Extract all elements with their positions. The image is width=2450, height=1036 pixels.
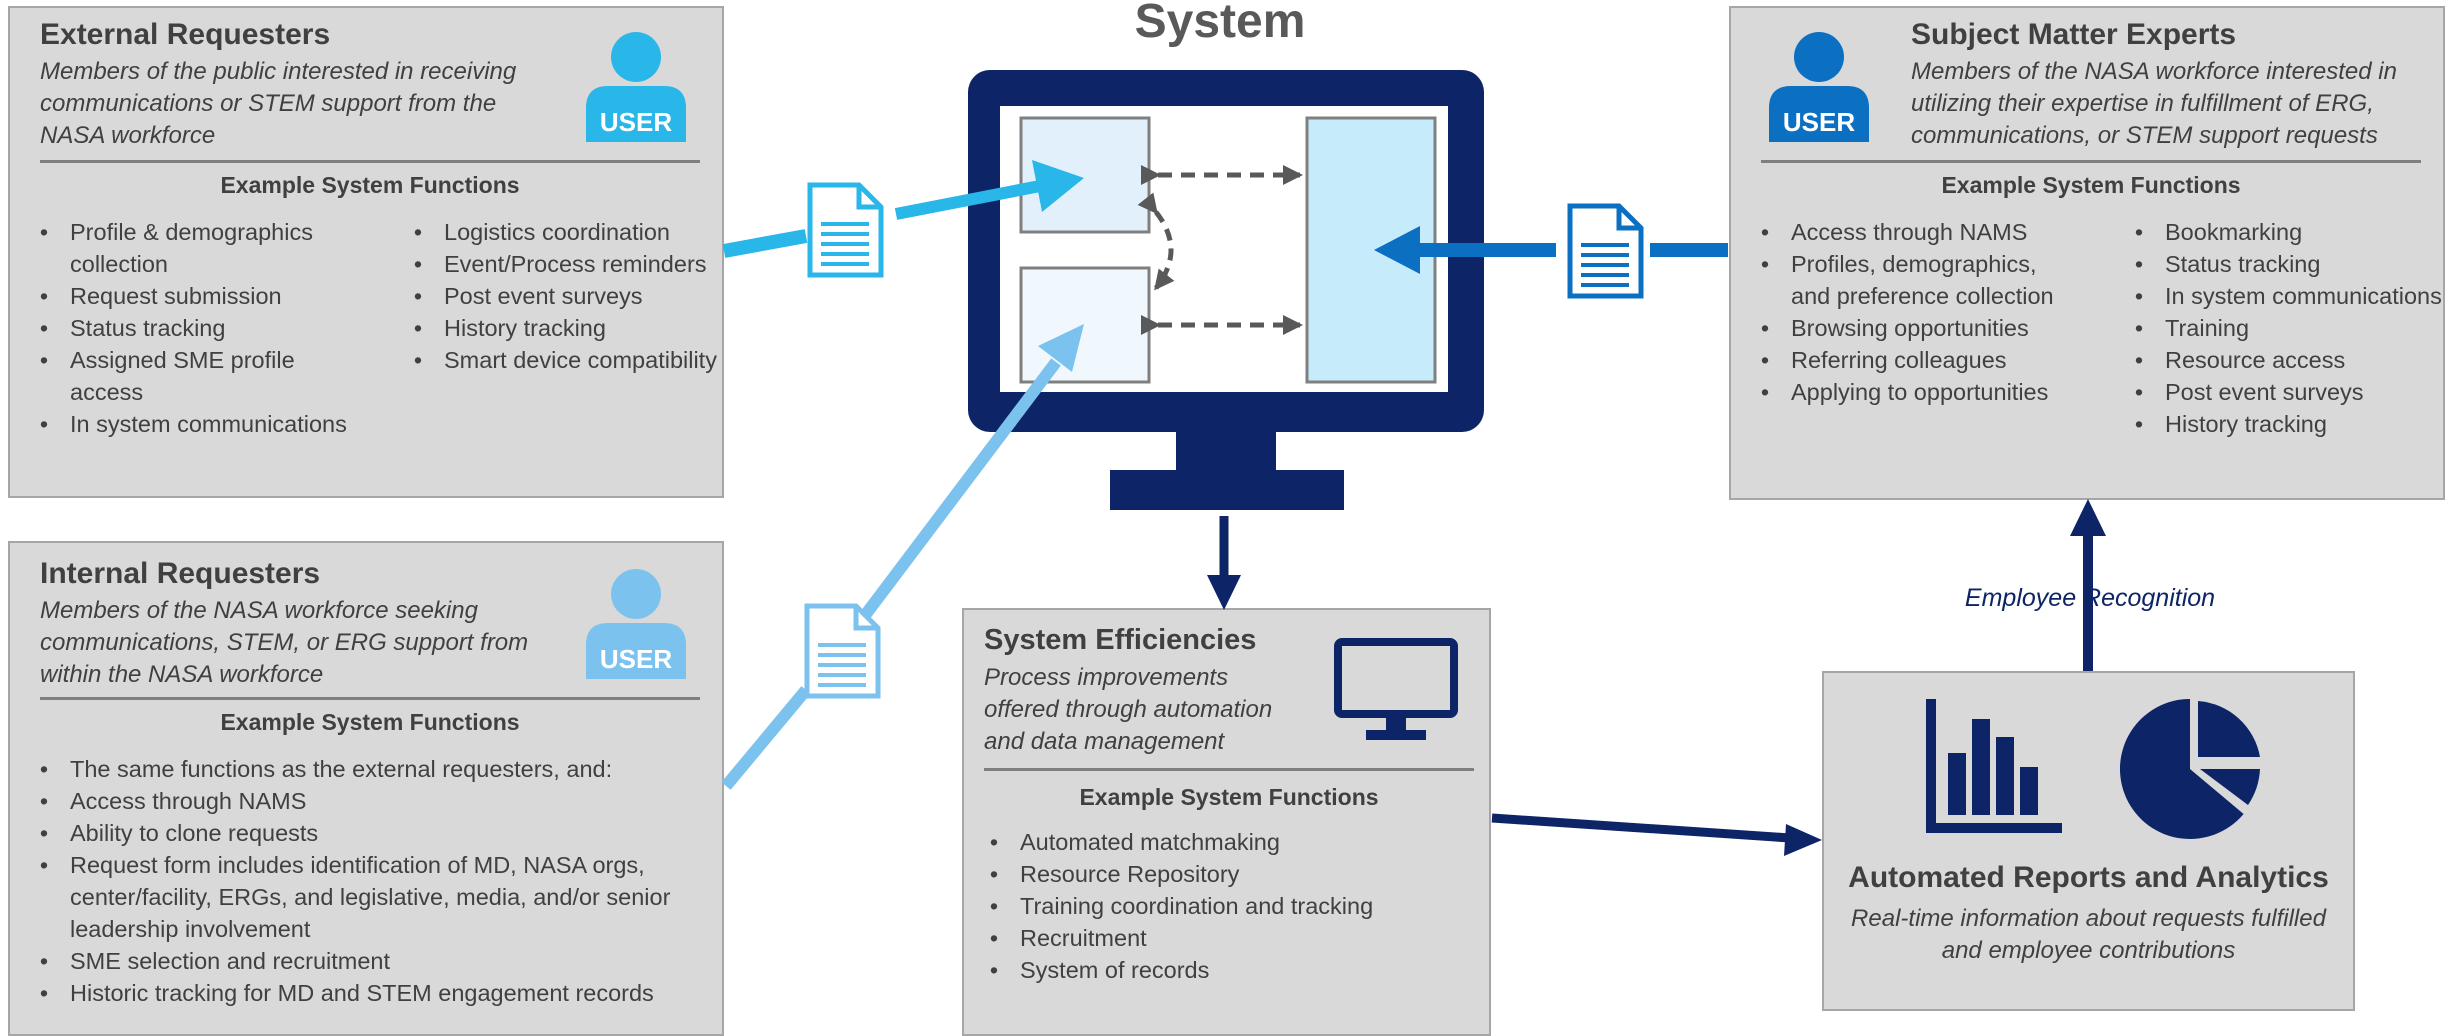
- list-item: Status tracking: [2129, 248, 2450, 280]
- subject-matter-experts-panel: Subject Matter Experts Members of the NA…: [1729, 6, 2445, 500]
- internal-functions-heading: Example System Functions: [220, 709, 520, 735]
- list-item: Profiles, demographics, and preference c…: [1755, 248, 2081, 312]
- external-document-icon: [807, 182, 884, 278]
- list-item: Resource access: [2129, 344, 2450, 376]
- reports-analytics-panel: Automated Reports and Analytics Real-tim…: [1822, 671, 2355, 1011]
- list-item: Event/Process reminders: [408, 248, 734, 280]
- system-efficiencies-panel: System Efficiencies Process improvements…: [962, 608, 1491, 1036]
- sme-description: Members of the NASA workforce interested…: [1911, 58, 2397, 149]
- user-label: USER: [599, 644, 673, 674]
- reports-title: Automated Reports and Analytics: [1848, 861, 2329, 894]
- monitor-icon: [1334, 638, 1458, 747]
- system-monitor: [968, 70, 1484, 510]
- user-icon: USER: [1769, 30, 1869, 142]
- list-item: Access through NAMS: [1755, 216, 2081, 248]
- employee-recognition-label: Employee Recognition: [1964, 584, 2216, 612]
- list-item: Training coordination and tracking: [984, 890, 1490, 922]
- list-item: Training: [2129, 312, 2450, 344]
- internal-document-icon: [804, 603, 881, 699]
- user-label: USER: [599, 107, 673, 137]
- efficiencies-functions-heading: Example System Functions: [1079, 784, 1379, 810]
- list-item: Logistics coordination: [408, 216, 734, 248]
- list-item: Profile & demographics collection: [34, 216, 370, 280]
- system-efficiencies-description: Process improvements offered through aut…: [984, 664, 1273, 755]
- reports-description: Real-time information about requests ful…: [1851, 905, 2326, 964]
- list-item: Recruitment: [984, 922, 1490, 954]
- list-item: In system communications: [2129, 280, 2450, 312]
- pie-chart-icon: [2119, 699, 2260, 844]
- list-item: Automated matchmaking: [984, 826, 1490, 858]
- list-item: Bookmarking: [2129, 216, 2450, 248]
- bar-chart-icon: [1924, 695, 2064, 840]
- external-connector-line: [722, 229, 808, 258]
- list-item: Historic tracking for MD and STEM engage…: [34, 977, 720, 1009]
- external-requesters-description: Members of the public interested in rece…: [40, 58, 517, 149]
- list-item: History tracking: [2129, 408, 2450, 440]
- efficiencies-to-reports-arrow: [1491, 813, 1791, 843]
- list-item: Request form includes identification of …: [34, 849, 720, 945]
- list-item: The same functions as the external reque…: [34, 753, 720, 785]
- user-icon: USER: [586, 567, 686, 679]
- list-item: Ability to clone requests: [34, 817, 720, 849]
- list-item: System of records: [984, 954, 1490, 986]
- list-item: Browsing opportunities: [1755, 312, 2081, 344]
- system-title: System: [1134, 0, 1306, 48]
- external-requesters-title: External Requesters: [40, 18, 331, 51]
- external-functions-list-1: Profile & demographics collectionRequest…: [34, 216, 370, 440]
- sme-functions-list-1: Access through NAMSProfiles, demographic…: [1755, 216, 2081, 408]
- sme-functions-list-2: BookmarkingStatus trackingIn system comm…: [2129, 216, 2450, 440]
- external-requesters-panel: External Requesters Members of the publi…: [8, 6, 724, 498]
- internal-functions-list: The same functions as the external reque…: [34, 753, 720, 1009]
- system-efficiencies-title: System Efficiencies: [984, 624, 1257, 656]
- list-item: SME selection and recruitment: [34, 945, 720, 977]
- internal-requesters-description: Members of the NASA workforce seeking co…: [40, 597, 529, 688]
- sme-document-icon: [1567, 203, 1644, 299]
- list-item: Referring colleagues: [1755, 344, 2081, 376]
- list-item: History tracking: [408, 312, 734, 344]
- external-arrow: [894, 180, 1042, 220]
- list-item: Post event surveys: [408, 280, 734, 312]
- list-item: Resource Repository: [984, 858, 1490, 890]
- user-icon: USER: [586, 30, 686, 142]
- list-item: Post event surveys: [2129, 376, 2450, 408]
- list-item: Smart device compatibility: [408, 344, 734, 376]
- user-label: USER: [1782, 107, 1856, 137]
- external-functions-heading: Example System Functions: [220, 172, 520, 198]
- list-item: In system communications: [34, 408, 370, 440]
- list-item: Status tracking: [34, 312, 370, 344]
- efficiencies-functions-list: Automated matchmakingResource Repository…: [984, 826, 1490, 986]
- sme-arrow: [1374, 226, 1420, 274]
- internal-arrow: [861, 358, 1061, 618]
- sme-functions-heading: Example System Functions: [1941, 172, 2241, 198]
- list-item: Applying to opportunities: [1755, 376, 2081, 408]
- external-functions-list-2: Logistics coordinationEvent/Process remi…: [408, 216, 734, 376]
- list-item: Access through NAMS: [34, 785, 720, 817]
- internal-requesters-panel: Internal Requesters Members of the NASA …: [8, 541, 724, 1036]
- list-item: Assigned SME profile access: [34, 344, 370, 408]
- sme-title: Subject Matter Experts: [1911, 18, 2237, 51]
- list-item: Request submission: [34, 280, 370, 312]
- internal-connector-line: [721, 686, 811, 790]
- internal-requesters-title: Internal Requesters: [40, 557, 321, 590]
